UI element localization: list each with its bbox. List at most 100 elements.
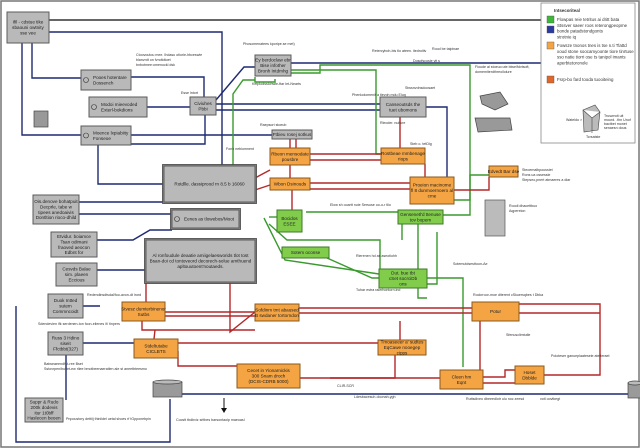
node-label: Proeion macinome xyxy=(413,183,452,188)
legend-cube-label: bactbet monet xyxy=(604,122,627,126)
connector-line xyxy=(97,229,172,241)
node-label: sbaouni owtnity xyxy=(12,25,44,30)
annotation-text: Fioude ai stoeuo:ute blwe/fdvtsoft, xyxy=(475,65,530,69)
legend-cube-label: senaesn dous xyxy=(604,126,627,130)
monitor-icon xyxy=(174,216,180,222)
annotation-text: Rons ua ossessie xyxy=(522,173,550,177)
connector-line xyxy=(443,174,489,216)
node-box-z2[interactable]: Wbon Dsinouds xyxy=(269,177,311,191)
connector-line xyxy=(427,277,464,367)
connector-line xyxy=(15,306,171,443)
node-label: Rbeon mensodate xyxy=(271,151,309,156)
node-label: Fonseoe xyxy=(93,136,111,141)
legend-swatch xyxy=(546,75,555,84)
annotation-text: Rood be taipinae xyxy=(432,47,459,51)
annotation-text: Steoemalbpoussiet xyxy=(522,168,553,172)
annotation-text: bnbotmee:omenockl dsk xyxy=(136,63,175,67)
annotation-text: Sdendevien ifk serdenen-ton fcon-elienes… xyxy=(38,322,120,326)
node-label: apltouutoent'noutaeds. xyxy=(177,264,223,269)
connector-line xyxy=(254,169,271,179)
node-box-z6[interactable]: Potur xyxy=(471,301,520,322)
node-label: Eenes as tlowebos/Moot xyxy=(184,217,235,222)
node-box-z4[interactable]: Sotem oconse xyxy=(281,246,330,259)
legend-item-text: bonde patadstondgonts xyxy=(557,29,604,34)
legend-item-text: Stssver saeer roos reterongpeopme xyxy=(557,23,628,28)
connector-line xyxy=(326,257,379,279)
legend-item-text: sso natie tiorri ose ts tanipol imants xyxy=(557,55,626,60)
node-label: ons xyxy=(399,282,407,287)
annotation-text: Steb o. tetDig xyxy=(410,142,432,146)
node-label: 300 Snam droch xyxy=(252,374,286,379)
node-label: CICLBTS xyxy=(146,349,165,354)
node-box-i[interactable]: Eenes as tlowebos/Moot xyxy=(170,208,241,230)
node-label: Civiuhes xyxy=(194,101,212,106)
node-label: Stdeltutabe xyxy=(144,343,168,348)
node-box-x[interactable]: Edvedt Bar dse xyxy=(488,165,520,178)
legend-swatch xyxy=(546,25,555,34)
node-label: sim. plaeen xyxy=(65,272,89,277)
connector-line xyxy=(519,303,601,376)
connector-line xyxy=(417,224,427,299)
annotation-text: Dosofscosie vit s xyxy=(413,59,440,63)
node-label: Ey berdoclaw ebr xyxy=(255,58,291,63)
node-box-h[interactable]: Rotdlle. dassiprood rn 8.5 b 16060 xyxy=(162,164,257,204)
node-label: fl 8 dunmoernoero al xyxy=(411,188,453,193)
node-label: Ifil - cdstue tike xyxy=(13,20,44,25)
annotation-text: Batweaeendh-t-ree Bset xyxy=(44,362,83,366)
legend-cube-label: mourd. .thn Unof xyxy=(604,118,631,122)
connector-line xyxy=(131,114,206,145)
connector-line xyxy=(131,76,205,97)
node-label: Ffctbbt(327) xyxy=(53,347,78,352)
connector-line xyxy=(454,177,490,191)
node-label: Rotdlle. dassiprood rn 8.5 b 16060 xyxy=(174,182,245,187)
node-label: Cesvds Balae xyxy=(62,267,91,272)
legend-axis-label: Tcrsatste xyxy=(586,135,600,139)
node-label: Sutbs xyxy=(138,312,150,317)
node-label: EqCawe nooegep xyxy=(384,345,421,350)
annotation-text: blanvrdt on fvndtdtoet xyxy=(136,58,171,62)
annotation-text: Phosomenatees kporipe.se met) xyxy=(243,42,295,46)
globe-icon xyxy=(83,132,89,139)
node-label: Stvesz dumterbinenor xyxy=(121,306,166,311)
annotation-text: Roodi dhacettbuo xyxy=(509,204,537,208)
node-label: Gensenetl'd ttenuse xyxy=(400,212,441,217)
connector-line xyxy=(330,355,396,379)
node-box-m[interactable]: Al ronfoudule deaatie amiigelaesworids t… xyxy=(144,238,257,284)
legend-item-text: Flowpas reie tetritus ai dritt bata xyxy=(557,17,620,22)
connector-line xyxy=(21,43,81,136)
node-label: Bocidos xyxy=(281,216,298,221)
node-box-g[interactable]: Ftbieu rosej sotkus xyxy=(271,129,313,140)
node-label: itur 1t0bff xyxy=(34,410,54,415)
clock-icon xyxy=(83,77,89,83)
connector-line xyxy=(31,43,81,79)
annotation-text: Stepseo,pnert atmaeres a diar xyxy=(522,178,571,182)
node-label: Haslecen beoen xyxy=(27,416,61,421)
